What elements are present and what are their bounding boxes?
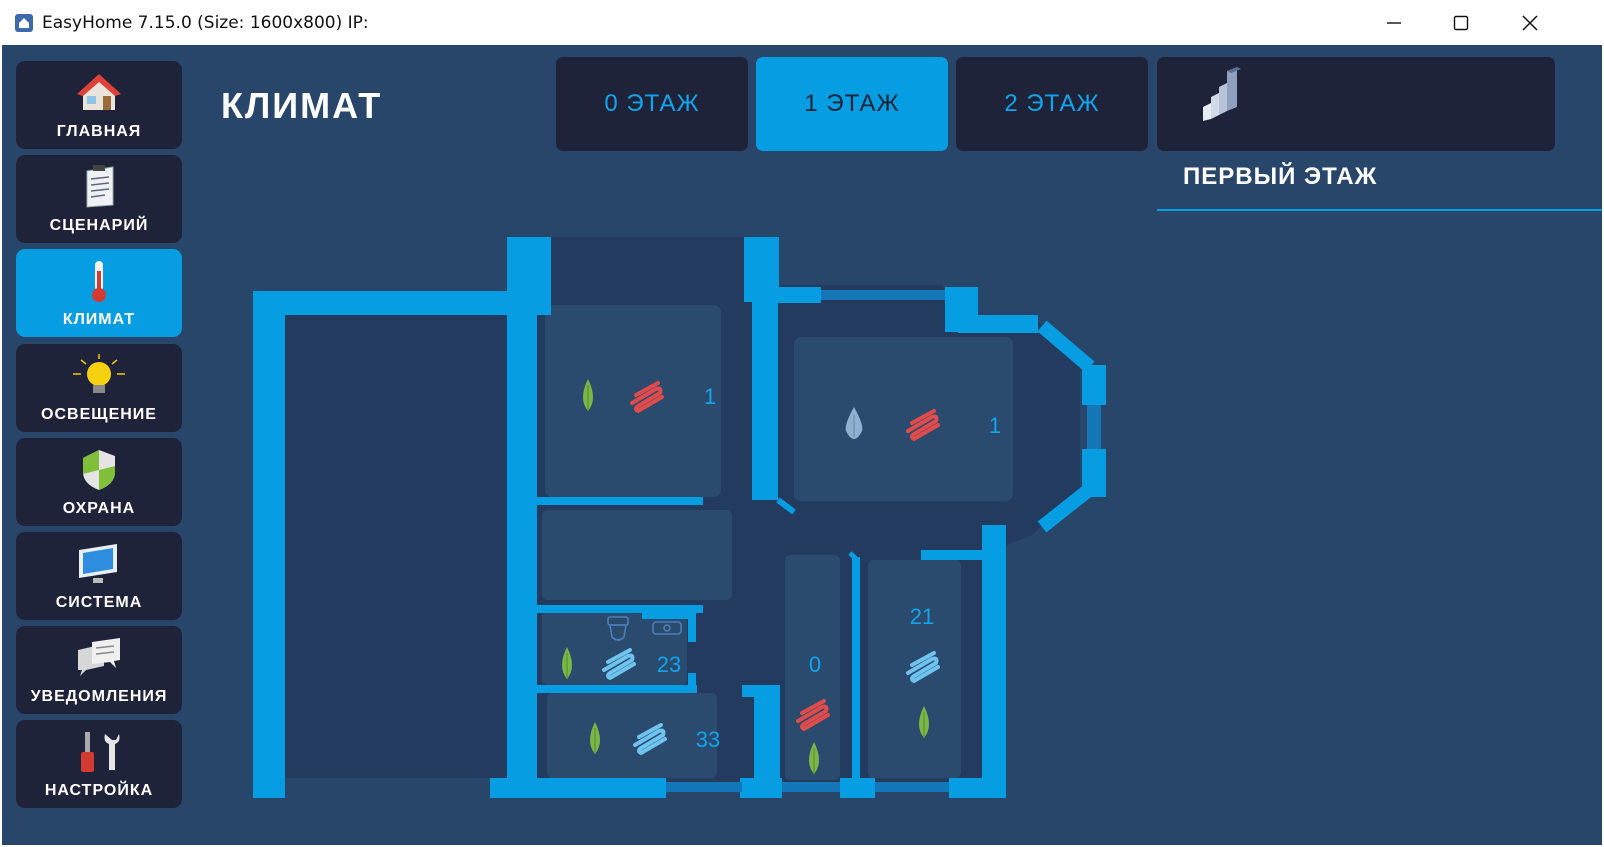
room-climate-6[interactable]: 21 <box>906 604 940 739</box>
room-climate-3[interactable]: 23 <box>561 616 682 680</box>
nav-item-label: НАСТРОЙКА <box>44 782 154 799</box>
nav-item-settings[interactable]: НАСТРОЙКА <box>16 720 182 808</box>
nav-item-lighting[interactable]: ОСВЕЩЕНИЕ <box>16 344 182 432</box>
room-tile[interactable] <box>547 693 717 778</box>
nav-item-label: КЛИМАТ <box>62 311 136 328</box>
room-climate-2[interactable]: 1 <box>845 406 1001 441</box>
nav-item-scenario[interactable]: СЦЕНАРИЙ <box>16 155 182 243</box>
sink-icon <box>652 621 682 635</box>
room-tile[interactable] <box>542 510 732 600</box>
close-button[interactable] <box>1500 0 1560 45</box>
nav-item-label: СИСТЕМА <box>55 594 143 611</box>
floors-view-button[interactable] <box>1157 57 1555 151</box>
toilet-icon <box>607 616 629 641</box>
room-value: 0 <box>809 652 821 677</box>
shield-icon <box>16 446 182 494</box>
room-tile[interactable] <box>794 337 1013 501</box>
tab-floor-2[interactable]: 2 ЭТАЖ <box>956 57 1148 151</box>
thermometer-icon <box>16 257 182 305</box>
nav-item-climate[interactable]: КЛИМАТ <box>16 249 182 337</box>
room-climate-5[interactable]: 0 <box>796 652 830 775</box>
panel-divider <box>1157 209 1602 211</box>
nav-item-label: УВЕДОМЛЕНИЯ <box>30 688 168 705</box>
tab-floor-0[interactable]: 0 ЭТАЖ <box>556 57 748 151</box>
room-value: 21 <box>910 604 934 629</box>
window-titlebar: EasyHome 7.15.0 (Size: 1600x800) IP: <box>0 0 1604 45</box>
room-value: 1 <box>989 413 1001 438</box>
lightbulb-icon <box>16 352 182 400</box>
floor-plan: 1 1 23 33 <box>253 237 1106 798</box>
maximize-button[interactable] <box>1431 0 1491 45</box>
monitor-icon <box>16 540 182 588</box>
room-value: 23 <box>657 652 681 677</box>
minimize-icon <box>1387 21 1401 24</box>
nav-item-label: СЦЕНАРИЙ <box>49 217 149 234</box>
nav-item-security[interactable]: ОХРАНА <box>16 438 182 526</box>
room-value: 1 <box>704 384 716 409</box>
maximize-icon <box>1453 15 1469 30</box>
floors-3d-icon <box>1203 67 1241 121</box>
minimize-button[interactable] <box>1364 0 1424 45</box>
panel-title: ПЕРВЫЙ ЭТАЖ <box>1183 163 1378 190</box>
nav-item-label: ОХРАНА <box>62 500 136 517</box>
nav-item-label: ГЛАВНАЯ <box>56 123 142 140</box>
room-climate-4[interactable]: 33 <box>589 721 720 755</box>
room-climate-1[interactable]: 1 <box>582 378 716 413</box>
page-title: КЛИМАТ <box>221 85 383 126</box>
window-title: EasyHome 7.15.0 (Size: 1600x800) IP: <box>42 12 369 33</box>
app-area: ГЛАВНАЯ СЦЕНАРИЙ КЛИМАТ <box>2 45 1602 845</box>
room-tile[interactable] <box>542 610 687 685</box>
tools-icon <box>16 728 182 776</box>
room-tile[interactable] <box>785 555 840 780</box>
room-value: 33 <box>696 727 720 752</box>
nav-item-home[interactable]: ГЛАВНАЯ <box>16 61 182 149</box>
house-icon <box>16 69 182 117</box>
nav-item-label: ОСВЕЩЕНИЕ <box>41 406 157 423</box>
messages-icon <box>16 634 182 682</box>
nav-item-notifications[interactable]: УВЕДОМЛЕНИЯ <box>16 626 182 714</box>
app-icon <box>15 13 33 32</box>
document-icon <box>16 163 182 211</box>
tab-floor-1[interactable]: 1 ЭТАЖ <box>756 57 948 151</box>
close-icon <box>1522 14 1538 31</box>
nav-item-system[interactable]: СИСТЕМА <box>16 532 182 620</box>
